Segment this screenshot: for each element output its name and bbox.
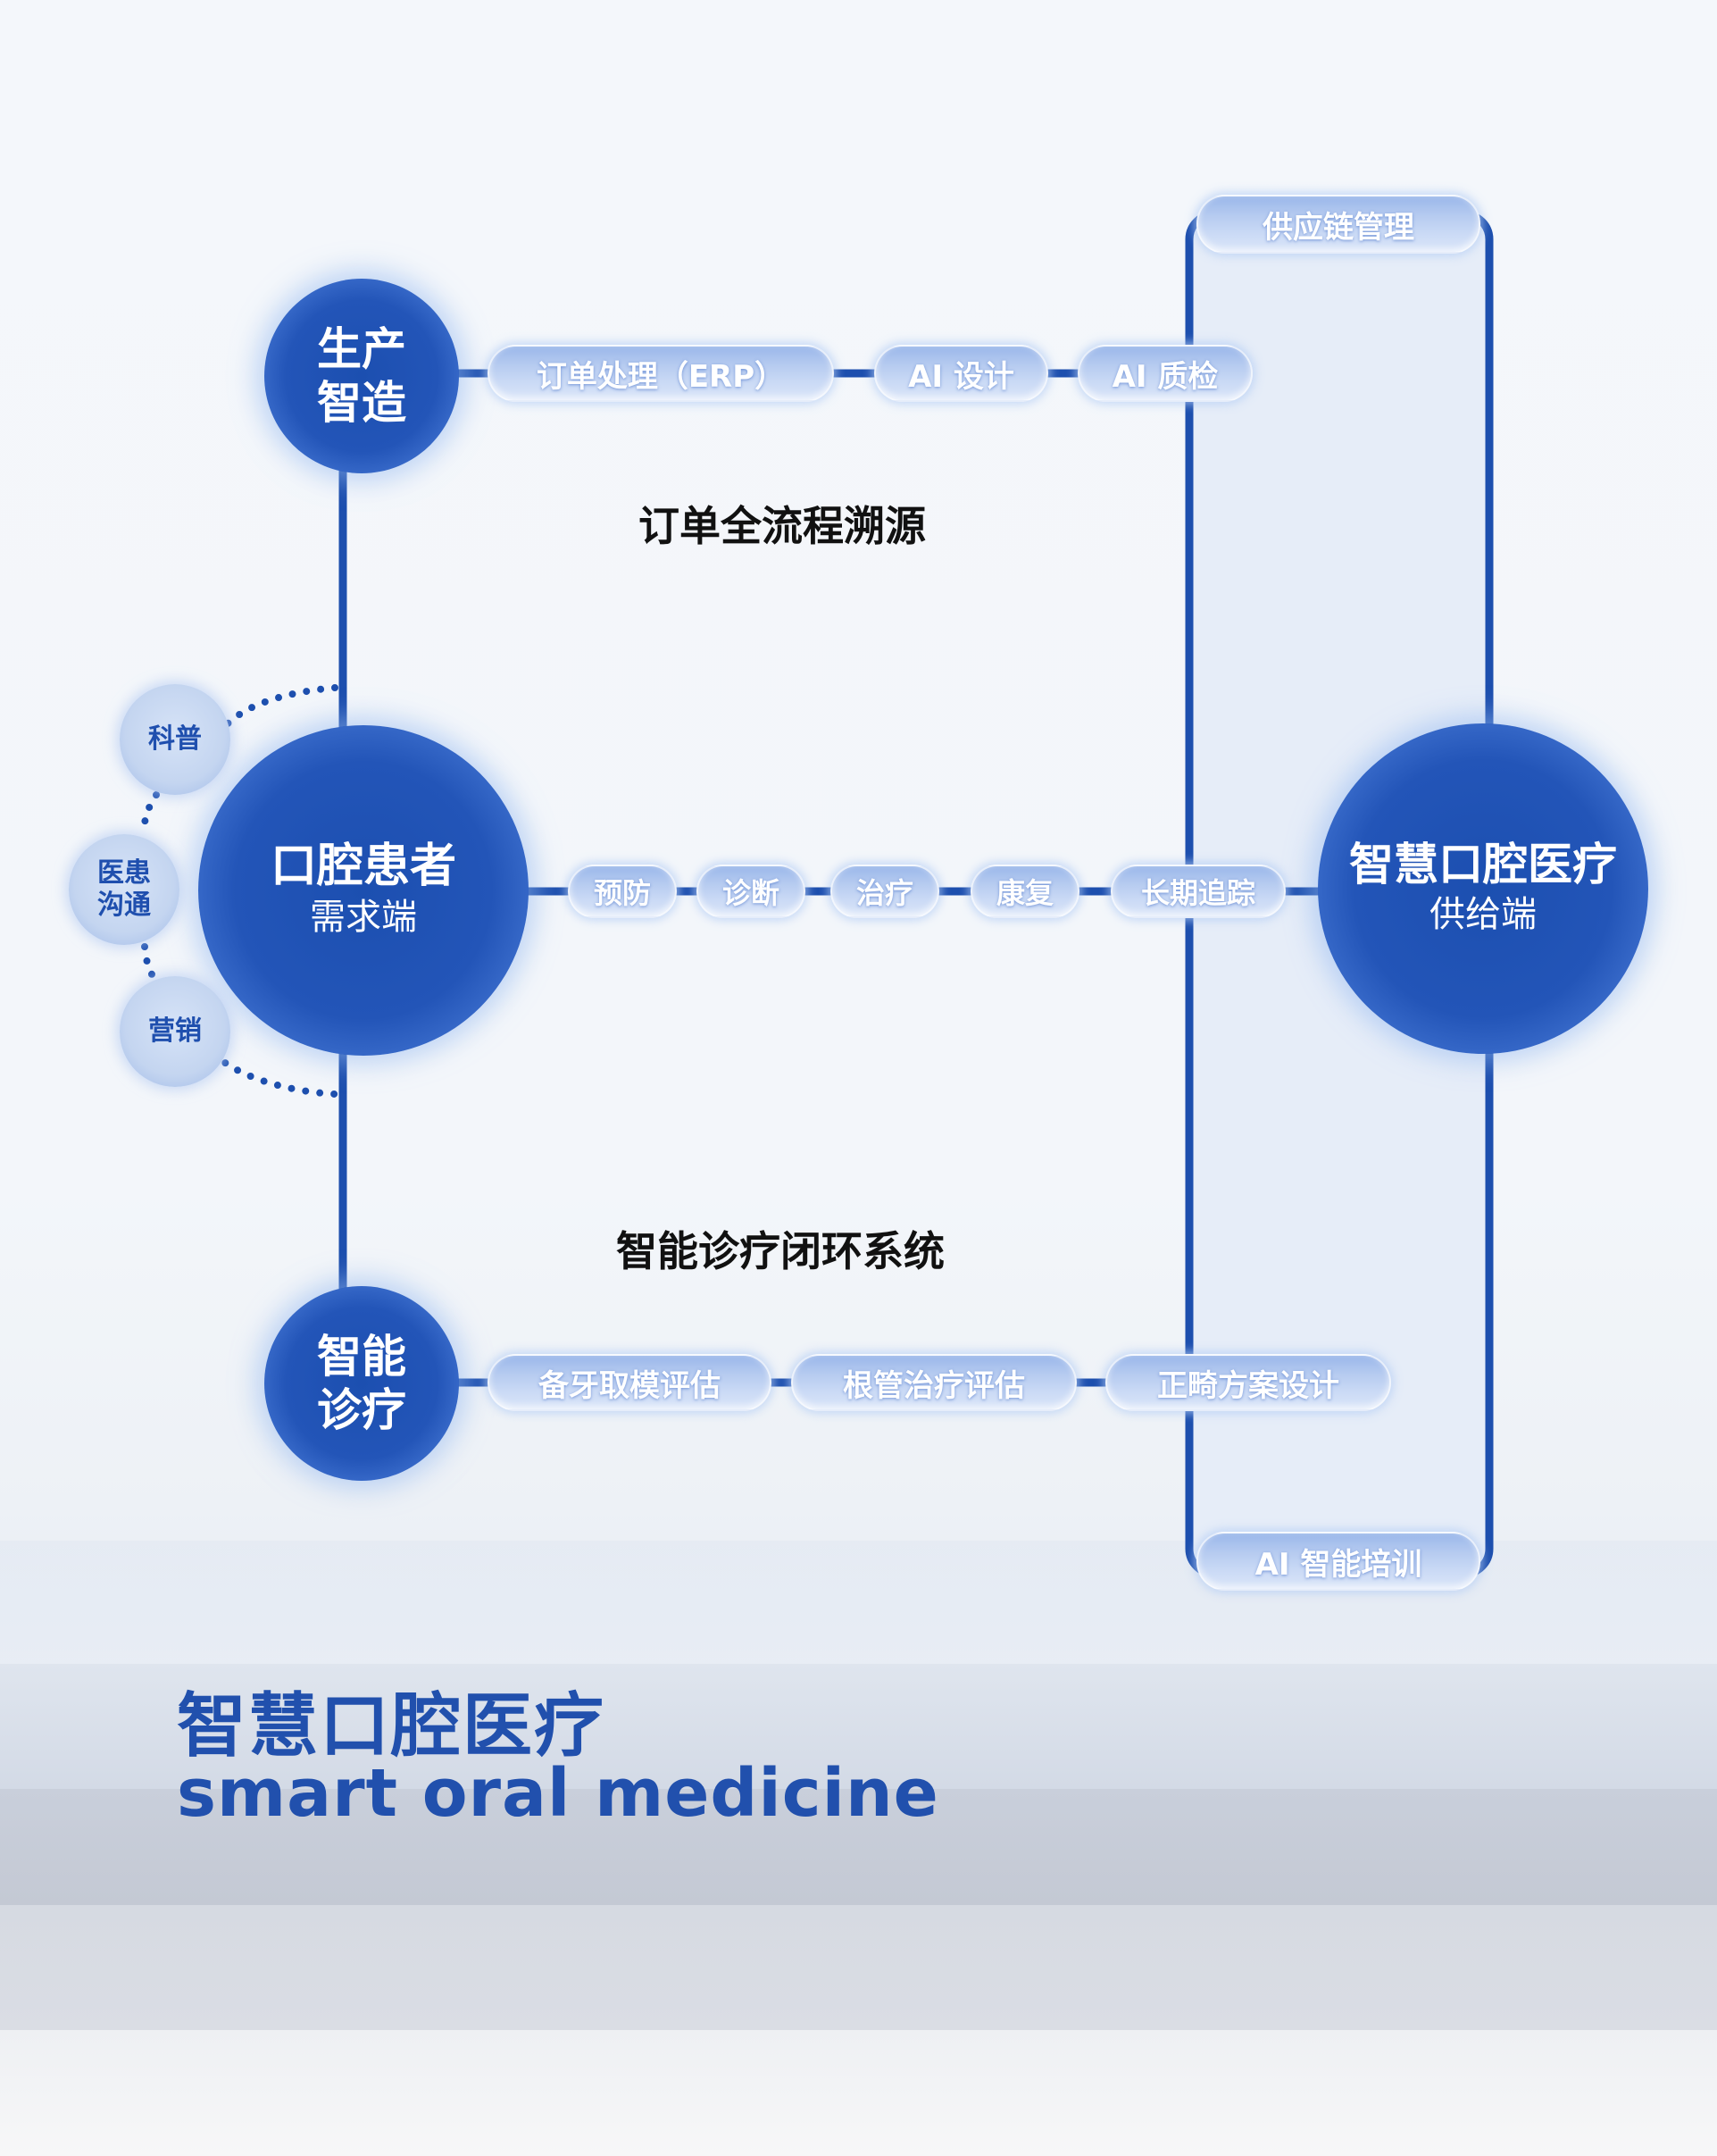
background-band (0, 1664, 1717, 1789)
supplier-node: 智慧口腔医疗 供给端 (1318, 723, 1648, 1054)
marketing-label: 营销 (148, 1015, 202, 1047)
section-label-upper: 订单全流程溯源 (638, 502, 926, 550)
science-label: 科普 (148, 723, 202, 755)
top-pill-ai-design: AI 设计 (874, 345, 1048, 402)
supplier-line1: 智慧口腔医疗 (1349, 839, 1617, 891)
diagnosis-line1: 智能 (317, 1331, 406, 1383)
ai-training-pill: AI 智能培训 (1196, 1532, 1480, 1591)
dotted-arc-bottom (211, 1050, 338, 1098)
middle-pill-treatment: 治疗 (830, 865, 939, 918)
production-line1: 生产 (317, 323, 406, 375)
top-pill-ai-design-label: AI 设计 (908, 358, 1014, 395)
supply-chain-pill: 供应链管理 (1196, 195, 1480, 254)
middle-pill-tracking-label: 长期追踪 (1140, 876, 1255, 910)
middle-pill-diagnosis: 诊断 (696, 865, 805, 918)
diagnosis-line2: 诊疗 (317, 1384, 406, 1436)
marketing-node: 营销 (120, 976, 230, 1087)
bottom-pill-orthodontic-label: 正畸方案设计 (1157, 1367, 1339, 1404)
top-pill-erp-label: 订单处理（ERP） (536, 358, 786, 395)
top-pill-ai-qc: AI 质检 (1078, 345, 1253, 402)
bottom-pill-impression-label: 备牙取模评估 (538, 1367, 721, 1404)
production-line2: 智造 (317, 377, 406, 429)
page-title-cn: 智慧口腔医疗 (177, 1686, 606, 1767)
background-band (0, 1905, 1717, 2030)
diagnosis-node: 智能 诊疗 (264, 1286, 459, 1481)
ai-training-label: AI 智能培训 (1254, 1546, 1422, 1583)
dotted-arc-lower-mid (141, 943, 157, 982)
patient-line1: 口腔患者 (270, 840, 456, 894)
bottom-pill-root-canal: 根管治疗评估 (791, 1354, 1077, 1411)
supplier-line2: 供给端 (1429, 893, 1537, 935)
background-band (0, 1789, 1717, 1905)
patient-line2: 需求端 (310, 896, 417, 938)
bottom-pill-root-canal-label: 根管治疗评估 (843, 1367, 1025, 1404)
science-node: 科普 (120, 684, 230, 795)
middle-pill-recovery-label: 康复 (996, 876, 1054, 910)
middle-pill-treatment-label: 治疗 (855, 876, 913, 910)
middle-pill-prevention: 预防 (568, 865, 677, 918)
bottom-pill-orthodontic: 正畸方案设计 (1105, 1354, 1391, 1411)
patient-node: 口腔患者 需求端 (198, 725, 529, 1056)
communication-node: 医患 沟通 (69, 834, 179, 945)
supply-chain-label: 供应链管理 (1263, 209, 1414, 246)
communication-label-1: 医患 (97, 857, 151, 889)
production-node: 生产 智造 (264, 279, 459, 473)
dotted-arc-upper-mid (140, 791, 160, 839)
middle-pill-prevention-label: 预防 (593, 876, 651, 910)
communication-label-2: 沟通 (97, 890, 151, 921)
dotted-arc-top (211, 684, 338, 745)
page-title-en: smart oral medicine (177, 1755, 939, 1832)
middle-pill-diagnosis-label: 诊断 (721, 876, 779, 910)
bottom-pill-impression: 备牙取模评估 (488, 1354, 771, 1411)
middle-pill-recovery: 康复 (971, 865, 1079, 918)
top-pill-erp: 订单处理（ERP） (488, 345, 834, 402)
top-pill-ai-qc-label: AI 质检 (1112, 358, 1219, 395)
section-label-lower: 智能诊疗闭环系统 (616, 1227, 945, 1275)
middle-pill-tracking: 长期追踪 (1111, 865, 1286, 918)
background-band (0, 2030, 1717, 2156)
